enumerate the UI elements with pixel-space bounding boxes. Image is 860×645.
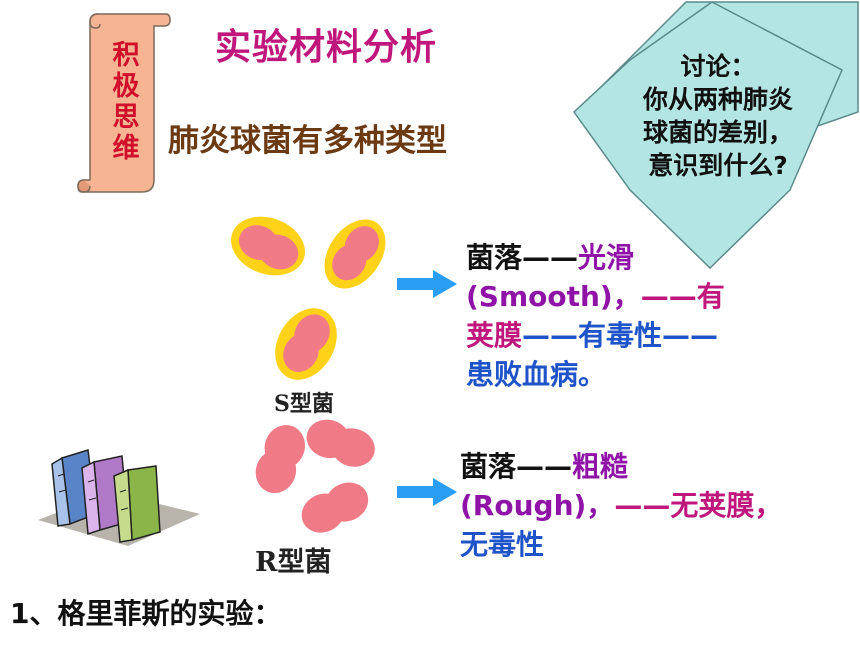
s-bacterium	[231, 216, 305, 276]
r-strain-description: 菌落——粗糙 (Rough)，——无荚膜， 无毒性	[460, 447, 830, 564]
scroll-char: 极	[112, 71, 140, 102]
discussion-line: 意识到什么?	[648, 151, 788, 180]
arrow-right-icon	[397, 270, 457, 298]
toxicity-text: 有毒性——	[578, 319, 719, 352]
r-bacterium	[301, 482, 369, 533]
page-title: 实验材料分析	[215, 27, 438, 68]
colony-trait-en: (Smooth)，	[466, 280, 641, 313]
scroll-char: 维	[112, 133, 140, 164]
colony-label: 菌落——	[466, 241, 579, 274]
arrow-right-icon	[397, 478, 457, 506]
colony-trait-en: (Rough)，	[460, 489, 615, 522]
scroll-banner	[77, 13, 171, 193]
s-bacterium	[324, 219, 386, 289]
page-subtitle: 肺炎球菌有多种类型	[168, 123, 447, 159]
dash-text: ——	[522, 319, 579, 352]
toxicity-text: 无毒性	[460, 528, 545, 561]
s-strain-label: S型菌	[274, 391, 334, 417]
scroll-text: 积 极 思 维	[104, 40, 148, 164]
capsule-text: ——有	[640, 280, 725, 313]
colony-label: 菌落——	[460, 450, 573, 483]
capsule-text: ——无荚膜，	[614, 489, 783, 522]
discussion-line: 讨论：	[680, 52, 756, 81]
s-strain-description: 菌落——光滑 (Smooth)，——有 荚膜——有毒性—— 患败血病。	[466, 238, 796, 394]
r-strain-label: R型菌	[255, 547, 332, 578]
books-icon	[38, 449, 200, 546]
scroll-char: 思	[112, 102, 140, 133]
discussion-callout	[573, 1, 859, 270]
s-bacterium	[275, 308, 337, 380]
r-bacteria-illustration	[255, 419, 375, 533]
discussion-line: 球菌的差别，	[642, 118, 793, 147]
book-green	[113, 465, 161, 543]
r-bacterium	[255, 425, 306, 494]
r-bacterium	[306, 419, 375, 467]
scroll-char: 积	[112, 40, 140, 71]
colony-trait: 光滑	[578, 241, 635, 274]
section-heading: 1、格里菲斯的实验：	[10, 597, 282, 630]
disease-text: 患败血病。	[466, 358, 607, 391]
discussion-text: 讨论： 你从两种肺炎 球菌的差别， 意识到什么?	[600, 50, 836, 182]
colony-trait: 粗糙	[572, 450, 629, 483]
capsule-text: 荚膜	[466, 319, 523, 352]
s-bacteria-illustration	[231, 216, 386, 380]
discussion-line: 你从两种肺炎	[642, 85, 793, 114]
